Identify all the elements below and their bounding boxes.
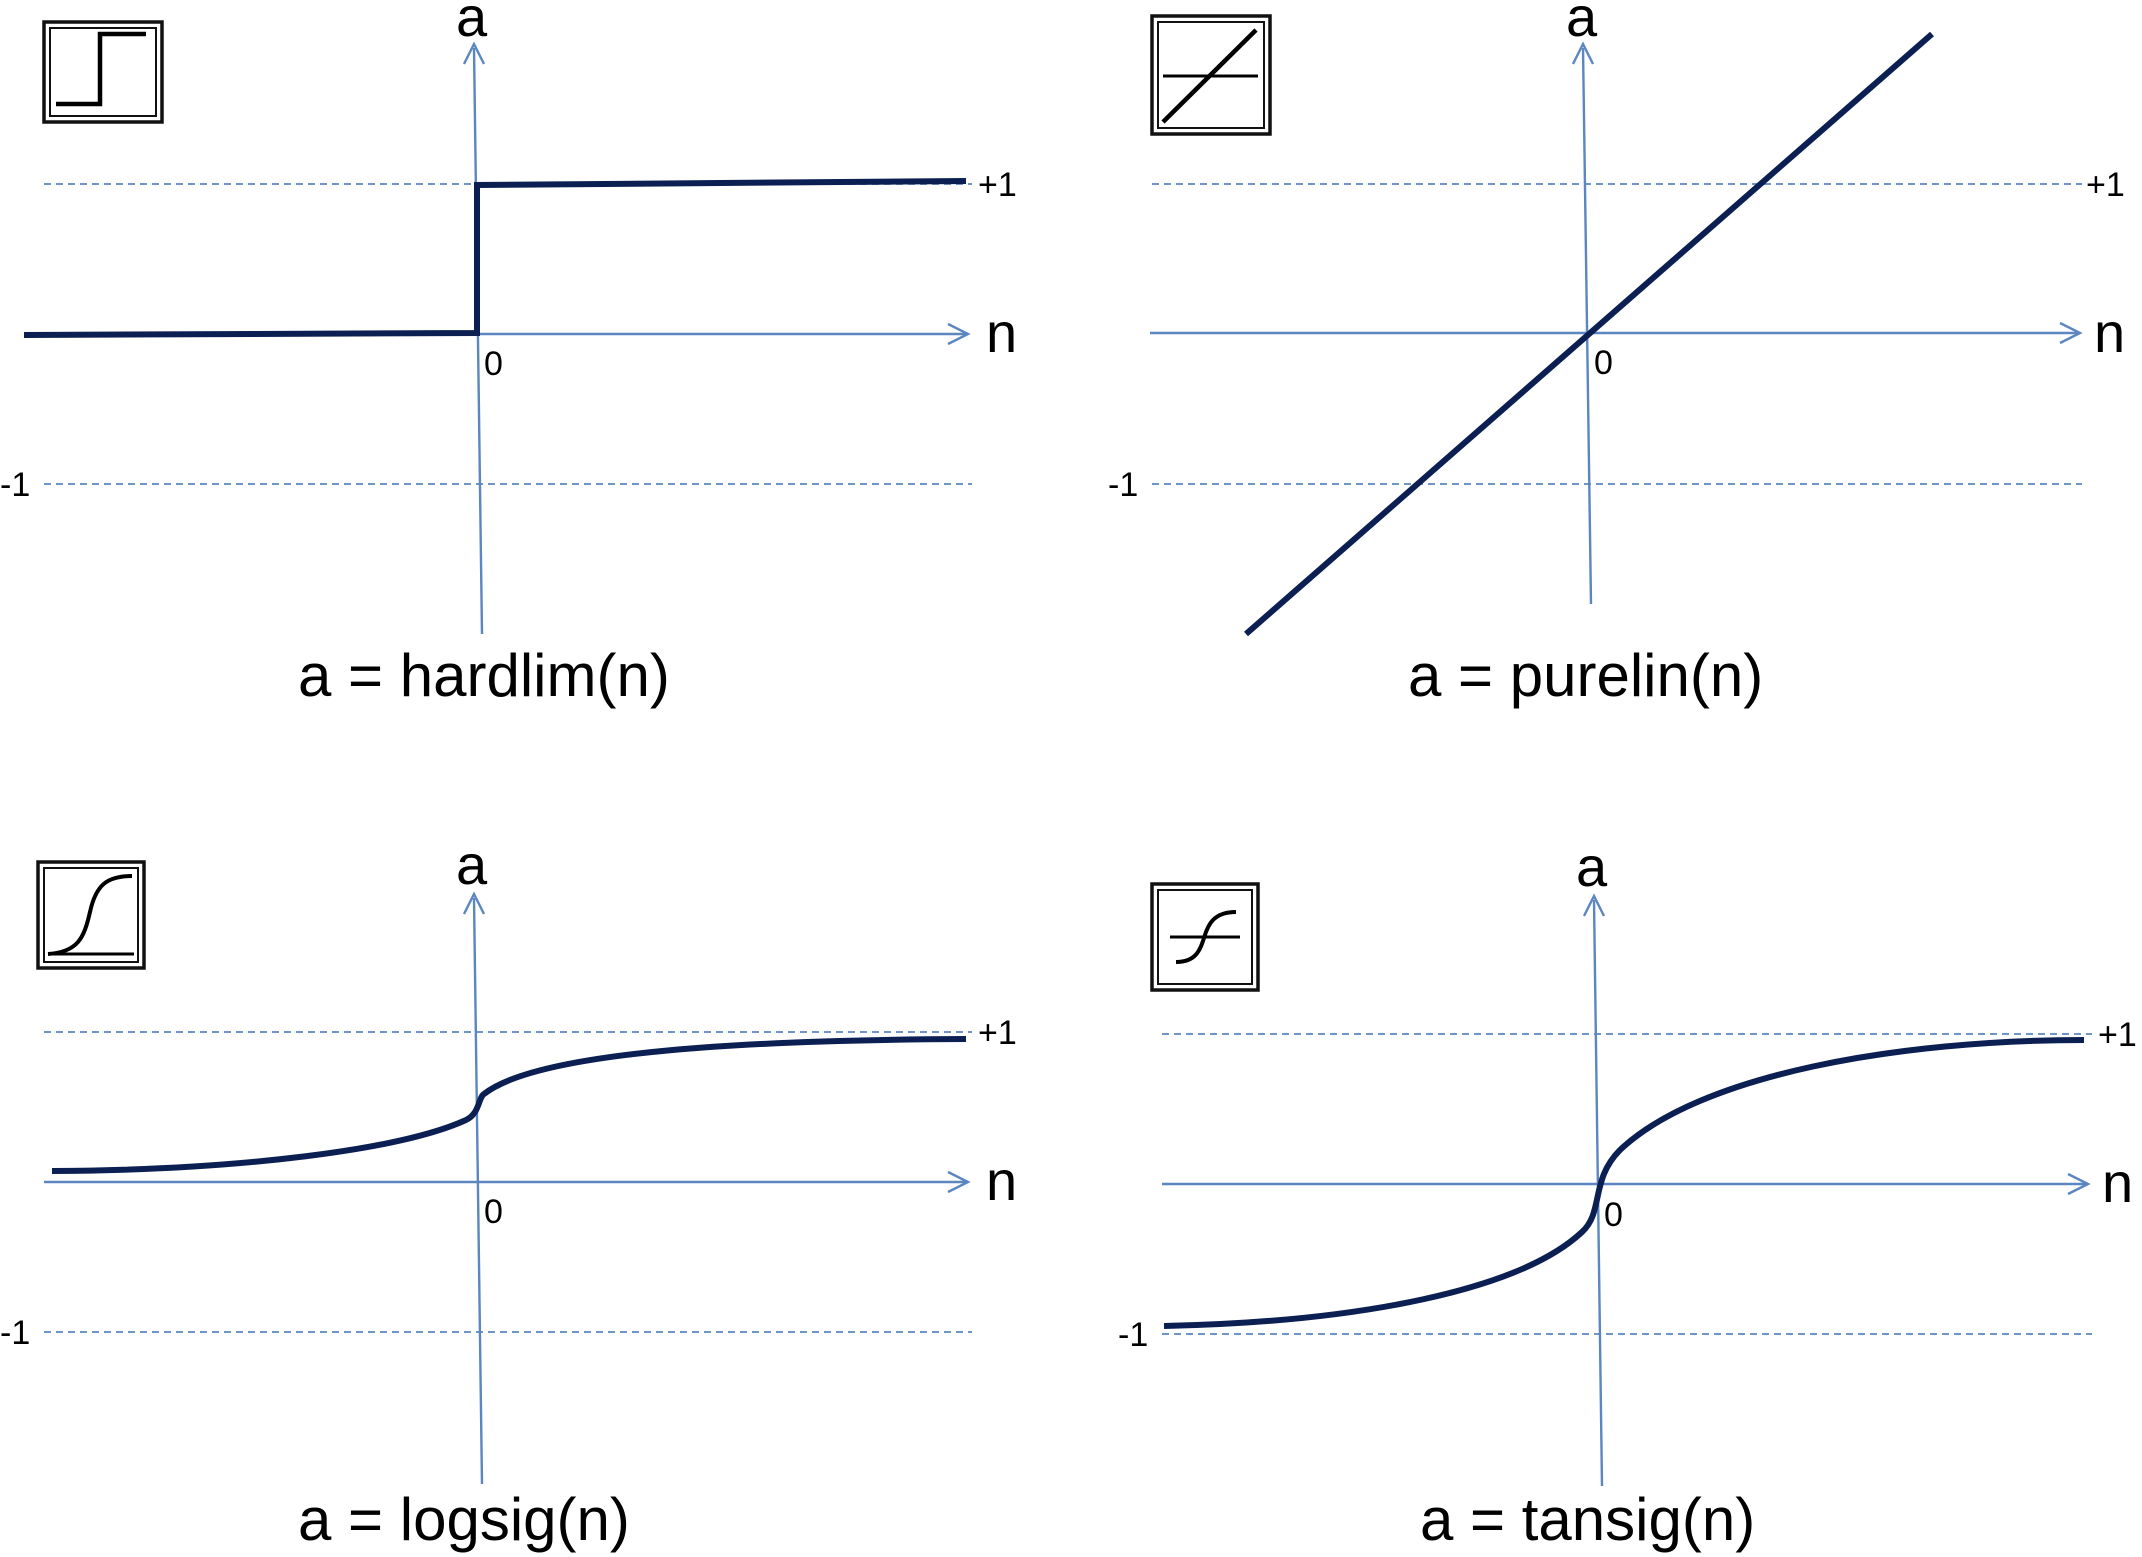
y-axis-arrowhead	[462, 891, 486, 915]
y-axis-arrowhead	[1571, 41, 1595, 65]
y-axis-label: a	[1576, 835, 1608, 898]
plus-one-label: +1	[978, 1014, 1017, 1052]
formula: a = logsig(n)	[298, 1486, 630, 1553]
origin-label: 0	[484, 345, 503, 383]
origin-label: 0	[1594, 344, 1613, 382]
panel-tansig: a n 0 +1 -1 a = tansig(n)	[1118, 835, 2137, 1553]
y-axis-arrowhead	[462, 41, 486, 65]
plus-one-label: +1	[978, 166, 1017, 204]
log-sigmoid-icon	[36, 860, 146, 970]
x-axis-label: n	[2094, 301, 2125, 364]
y-axis	[1581, 47, 1593, 605]
y-axis	[472, 897, 484, 1485]
minus-one-label: -1	[1108, 466, 1138, 504]
linear-function-icon	[1150, 14, 1272, 136]
tan-sigmoid-icon	[1150, 882, 1260, 992]
x-axis-arrowhead	[947, 1170, 971, 1194]
formula: a = purelin(n)	[1408, 642, 1763, 709]
minus-one-label: -1	[0, 1314, 30, 1352]
y-axis-label: a	[456, 833, 488, 896]
y-axis	[472, 47, 484, 635]
origin-label: 0	[1604, 1196, 1623, 1234]
x-axis-label: n	[986, 1149, 1017, 1212]
minus-one-label: -1	[1118, 1316, 1148, 1354]
origin-label: 0	[484, 1193, 503, 1231]
panel-purelin: a n 0 +1 -1 a = purelin(n)	[1108, 0, 2125, 709]
minus-one-label: -1	[0, 466, 30, 504]
x-axis-arrowhead	[947, 322, 971, 346]
plus-one-label: +1	[2098, 1016, 2137, 1054]
purelin-curve	[1244, 31, 1934, 637]
y-axis-label: a	[456, 0, 488, 48]
y-axis-arrowhead	[1582, 893, 1606, 917]
step-function-icon	[42, 20, 164, 124]
formula: a = hardlim(n)	[298, 642, 670, 709]
formula: a = tansig(n)	[1420, 1486, 1755, 1553]
logsig-curve	[51, 1036, 967, 1174]
panel-hardlim: a n 0 +1 -1 a = hardlim(n)	[0, 0, 1017, 709]
hardlim-curve	[23, 178, 967, 338]
x-axis-label: n	[2102, 1151, 2133, 1214]
tansig-curve	[1163, 1037, 2085, 1329]
x-axis-arrowhead	[2067, 1172, 2091, 1196]
plus-one-label: +1	[2086, 166, 2125, 204]
x-axis-label: n	[986, 301, 1017, 364]
x-axis-arrowhead	[2059, 321, 2083, 345]
panel-logsig: a n 0 +1 -1 a = logsig(n)	[0, 833, 1017, 1553]
y-axis-label: a	[1566, 0, 1598, 48]
